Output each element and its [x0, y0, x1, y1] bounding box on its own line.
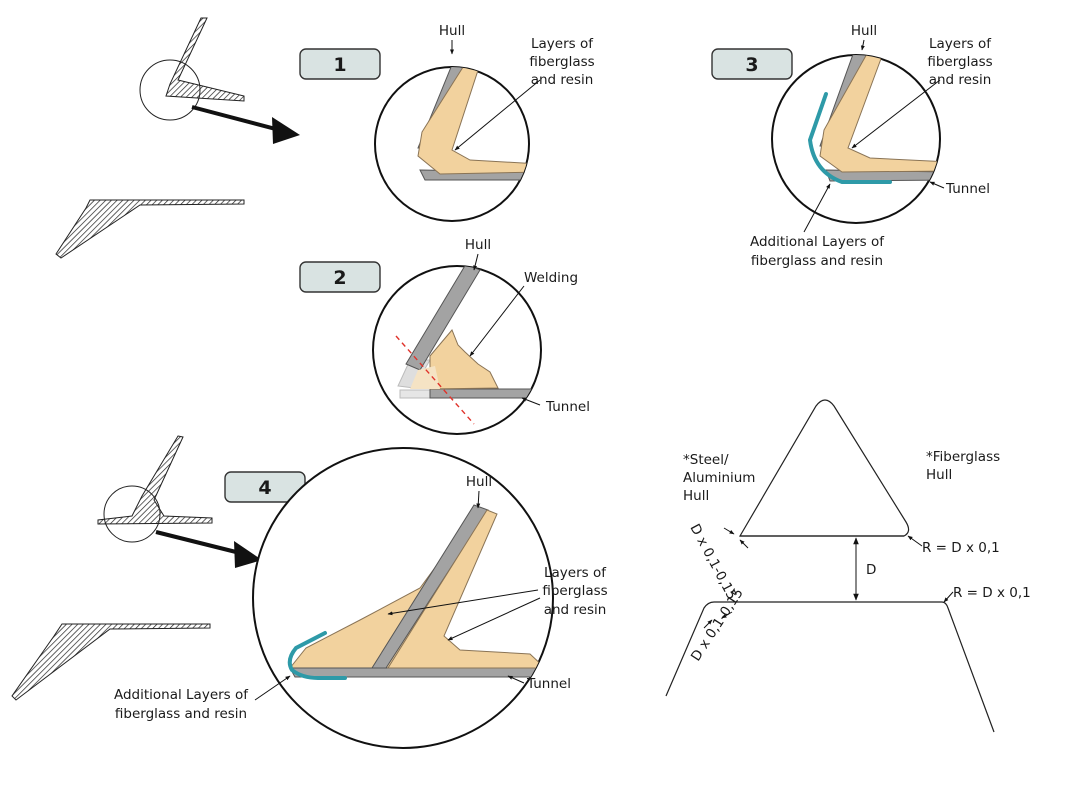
hull-plate-4 — [371, 504, 489, 669]
overview-sketch-bottom — [11, 435, 262, 701]
hull-label-1: Hull — [439, 23, 465, 39]
step-badge-3 — [711, 48, 793, 80]
overview2-arrow-head — [234, 541, 262, 568]
resin-fillet-1 — [417, 67, 529, 175]
tunnel-leader-4 — [507, 675, 525, 684]
offset-bottom-tick-a — [703, 619, 713, 629]
additional-layer-4 — [287, 631, 347, 680]
fiberglass-hull-label-a: *Fiberglass — [926, 449, 1000, 465]
overview-zoom-circle — [139, 59, 201, 121]
radius-top-leader — [907, 535, 923, 547]
step-number-1: 1 — [333, 54, 346, 76]
overview2-hull-lower — [11, 623, 211, 701]
dimension-diagram: D *Steel/ Aluminium Hull *Fiberglass Hul… — [665, 399, 1031, 733]
fiberglass-leader-4a — [387, 589, 539, 616]
offset-top-tick-b — [739, 539, 749, 549]
overview-hull-upper — [165, 17, 245, 102]
fiberglass-label-1c: and resin — [531, 72, 594, 88]
step-badge-2 — [299, 261, 381, 293]
fiberglass-label-4c: and resin — [544, 602, 607, 618]
hull-label-3: Hull — [851, 23, 877, 39]
fiberglass-leader-3 — [851, 79, 941, 149]
fiberglass-label-4a: Layers of — [544, 565, 607, 581]
tunnel-label-3: Tunnel — [945, 181, 990, 197]
fiberglass-label-3b: fiberglass — [927, 54, 992, 70]
tunnel-leader-2 — [521, 397, 541, 406]
step-number-2: 2 — [333, 267, 346, 289]
additional-label-4b: fiberglass and resin — [115, 706, 247, 722]
tunnel-leader-3 — [929, 181, 945, 189]
weld-bead-2 — [429, 329, 499, 390]
fiberglass-leader-4b — [447, 597, 541, 641]
overview-arrow-head — [272, 117, 300, 144]
cut-line-2 — [395, 335, 475, 425]
welding-leader-2 — [469, 285, 525, 357]
inner-resin-4 — [387, 509, 547, 669]
overview-hull-lower — [55, 199, 245, 259]
resin-fillet-3 — [819, 55, 940, 173]
step-number-3: 3 — [745, 54, 758, 76]
steel-hull-label-a: *Steel/ — [683, 452, 729, 468]
hull-leader-4 — [476, 490, 481, 509]
overview-zoom-arrow — [191, 105, 288, 134]
fiberglass-label-3a: Layers of — [929, 36, 992, 52]
fiberglass-leader-1 — [454, 79, 541, 151]
step-number-4: 4 — [258, 477, 271, 499]
radius-bottom-label: R = D x 0,1 — [953, 585, 1031, 601]
tunnel-plate-4 — [289, 667, 551, 678]
step-3: 3 Hull Layers of fiberglass and resin Tu… — [711, 23, 993, 269]
step-2: 2 Hull Welding Tunnel — [299, 237, 590, 435]
radius-bottom-leader — [943, 591, 954, 603]
fiberglass-label-4b: fiberglass — [542, 583, 607, 599]
hull-label-4: Hull — [466, 474, 492, 490]
additional-label-4a: Additional Layers of — [114, 687, 249, 703]
overview2-hull-upper — [97, 435, 213, 525]
gap-label: D — [866, 562, 876, 578]
hull-leader-2 — [473, 253, 479, 271]
step-badge-1 — [299, 48, 381, 80]
radius-top-label: R = D x 0,1 — [922, 540, 1000, 556]
step-1: 1 Hull Layers of fiberglass and resin — [299, 23, 595, 222]
tunnel-label-4: Tunnel — [526, 676, 571, 692]
fiberglass-label-1b: fiberglass — [529, 54, 594, 70]
steel-hull-label-c: Hull — [683, 488, 709, 504]
offset-bottom-tick-b — [721, 611, 733, 619]
overview-sketch-top — [55, 17, 300, 259]
overview2-zoom-circle — [103, 485, 161, 543]
steel-hull-label-b: Aluminium — [683, 470, 755, 486]
fiberglass-label-1a: Layers of — [531, 36, 594, 52]
offset-top-tick-a — [723, 527, 735, 535]
additional-leader-3 — [803, 183, 831, 233]
upper-triangle-outline — [738, 399, 910, 537]
tunnel-label-2: Tunnel — [545, 399, 590, 415]
fiberglass-label-3c: and resin — [929, 72, 992, 88]
welding-label-2: Welding — [524, 270, 578, 286]
additional-layer-3 — [807, 92, 892, 184]
additional-label-3a: Additional Layers of — [750, 234, 885, 250]
step-4: 4 Hull Layers of fiberglass and resin Tu… — [114, 447, 608, 749]
lower-hull-outline — [665, 601, 995, 733]
additional-leader-4 — [254, 675, 291, 701]
overview2-zoom-arrow — [155, 530, 249, 557]
weld-ghost-2 — [410, 366, 440, 389]
additional-label-3b: fiberglass and resin — [751, 253, 883, 269]
hull-label-2: Hull — [465, 237, 491, 253]
fiberglass-hull-label-b: Hull — [926, 467, 952, 483]
hull-leader-3 — [860, 39, 865, 51]
